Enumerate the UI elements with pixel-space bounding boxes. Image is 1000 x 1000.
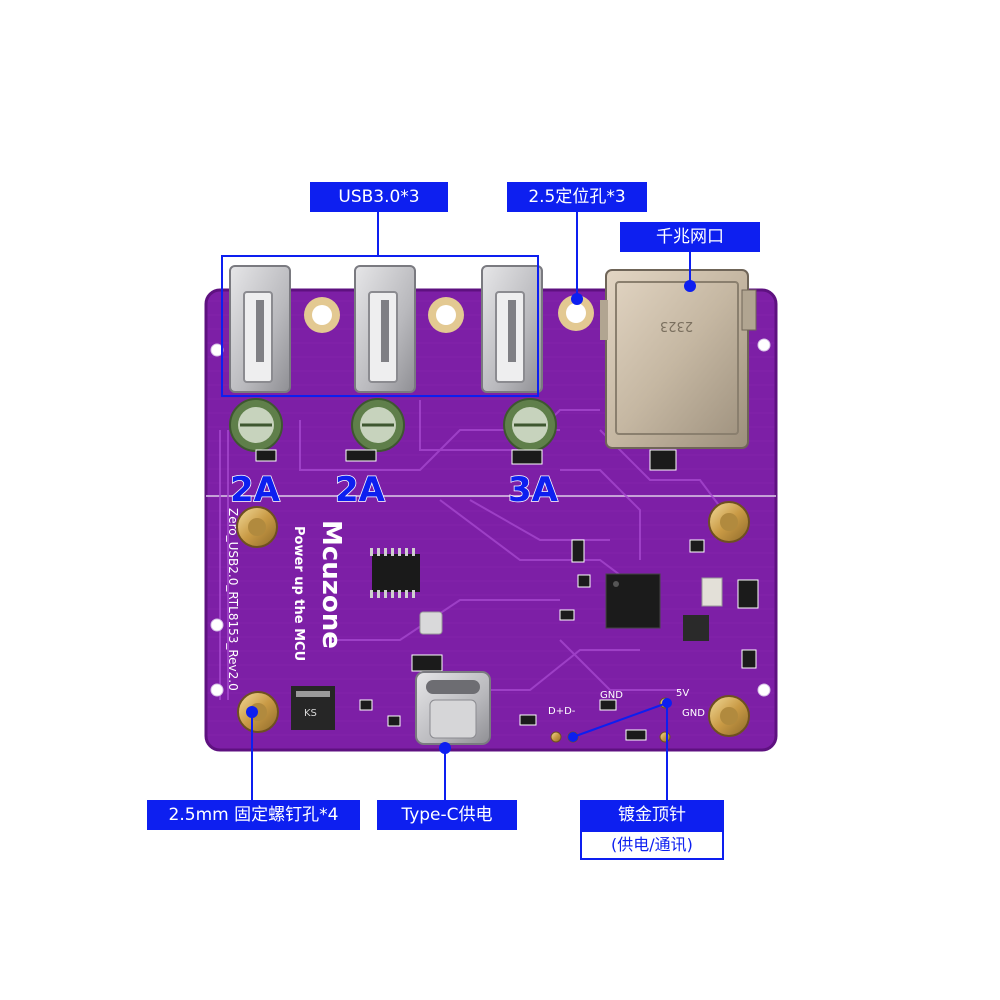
crystal — [419, 611, 443, 635]
locating-holes — [304, 295, 594, 333]
oscillator — [701, 577, 723, 607]
rating-usb-1: 2A — [229, 470, 280, 510]
label-usb: USB3.0*3 — [310, 182, 448, 212]
mounting-holes-small — [210, 338, 771, 697]
silk-pin-5v: 5V — [676, 688, 690, 699]
silk-model: Zero_USB2.0_RTL8153_Rev2.0 — [226, 508, 240, 691]
diode-marking: KS — [304, 708, 317, 719]
rj45-marking: 2323 — [660, 318, 694, 333]
callout-dots — [246, 280, 696, 754]
rj45-connector — [600, 269, 757, 449]
label-ethernet: 千兆网口 — [620, 222, 760, 252]
silk-pin-gnd-a: GND — [682, 708, 705, 719]
rating-usb-2: 2A — [334, 470, 385, 510]
chip-resistors — [255, 449, 759, 741]
silk-pin-gnd-b: GND — [600, 690, 623, 701]
inductor — [683, 615, 709, 641]
usb-callout-frame — [221, 255, 539, 397]
usb-ports — [229, 265, 543, 393]
usb-hub-chip — [370, 548, 420, 598]
ethernet-controller-chip — [605, 573, 661, 629]
label-gold-pins: 镀金顶针 — [580, 800, 724, 830]
label-gold-pins-sub: (供电/通讯) — [580, 830, 724, 860]
diode — [291, 686, 335, 730]
rating-usb-3: 3A — [507, 470, 558, 510]
type-c-connector — [415, 671, 491, 745]
callout-lines — [251, 212, 691, 800]
label-screw-holes: 2.5mm 固定螺钉孔*4 — [147, 800, 360, 830]
capacitors — [229, 398, 557, 452]
silk-slogan: Power up the MCU — [291, 526, 306, 662]
label-locating-holes: 2.5定位孔*3 — [507, 182, 647, 212]
silk-pin-d: D+D- — [548, 706, 576, 717]
label-type-c: Type-C供电 — [377, 800, 517, 830]
silk-brand: Mcuzone — [316, 520, 346, 649]
